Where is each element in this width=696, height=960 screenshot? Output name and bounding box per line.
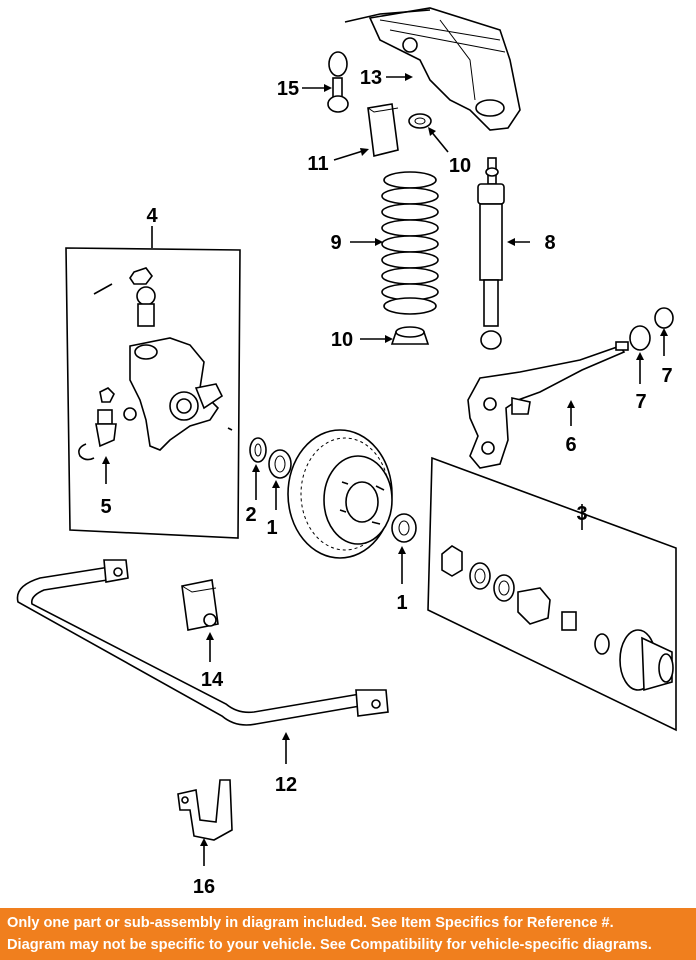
outer-bearing — [391, 513, 417, 543]
callout-10-top: 10 — [449, 155, 471, 177]
disclaimer-line-1: Only one part or sub-assembly in diagram… — [7, 915, 614, 931]
callout-1-outer: 1 — [396, 592, 407, 614]
sway-bar-link — [327, 51, 349, 113]
radius-arm — [467, 341, 629, 469]
inner-bearing — [268, 449, 292, 479]
stabilizer-bar — [16, 559, 389, 726]
frame-crossmember — [344, 7, 521, 131]
callout-13: 13 — [360, 67, 382, 89]
disclaimer-banner: Only one part or sub-assembly in diagram… — [0, 908, 696, 960]
callout-15: 15 — [277, 78, 299, 100]
callout-11: 11 — [307, 153, 328, 175]
callout-7-right: 7 — [661, 365, 672, 387]
disclaimer-line-2: Diagram may not be specific to your vehi… — [7, 937, 652, 953]
knuckle-assembly-box: 4 5 — [65, 205, 241, 539]
callout-5: 5 — [100, 496, 111, 518]
callout-7-left: 7 — [635, 391, 646, 413]
callout-3: 3 — [576, 503, 587, 525]
shock-absorber — [477, 157, 505, 350]
coil-spring — [381, 171, 439, 315]
callout-4: 4 — [146, 205, 158, 227]
callout-10-bottom: 10 — [331, 329, 353, 351]
callout-6: 6 — [565, 434, 576, 456]
stabilizer-bracket — [177, 779, 233, 841]
spring-insulator-upper — [408, 113, 432, 129]
callout-12: 12 — [275, 774, 297, 796]
callout-16: 16 — [193, 876, 215, 898]
suspension-exploded-diagram: 15 13 11 10 9 10 — [16, 7, 677, 898]
spring-insulator-lower — [390, 326, 430, 345]
callout-2: 2 — [245, 504, 256, 526]
callout-14: 14 — [201, 669, 224, 691]
radius-arm-bushing — [629, 307, 674, 351]
bump-stop — [367, 103, 399, 157]
brake-rotor — [287, 429, 393, 559]
callout-1-inner: 1 — [266, 517, 277, 539]
stabilizer-bushing — [181, 579, 219, 631]
callout-8: 8 — [544, 232, 555, 254]
grease-seal — [249, 437, 267, 463]
callout-9: 9 — [330, 232, 341, 254]
hub-assembly-box: 3 — [427, 456, 677, 732]
